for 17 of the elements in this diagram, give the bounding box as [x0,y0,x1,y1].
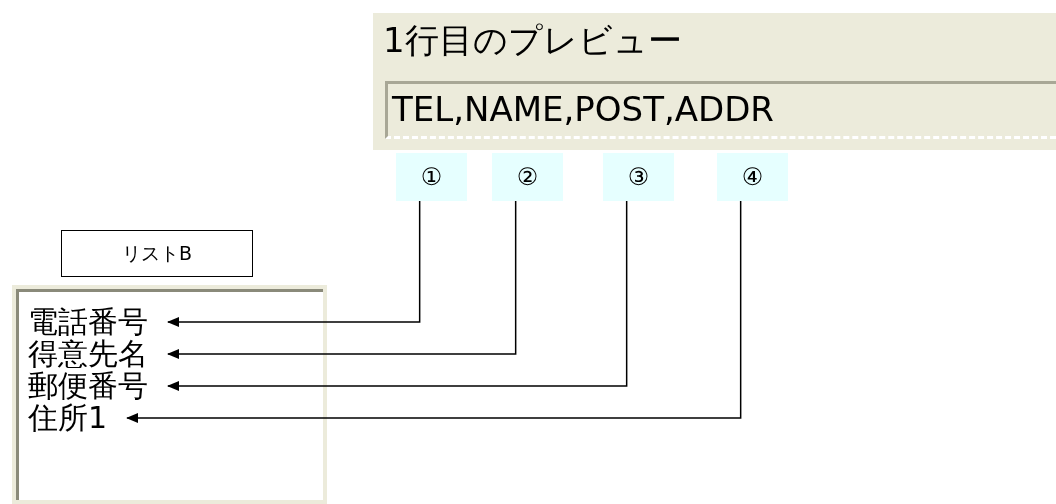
list-item: 電話番号 [28,306,205,338]
preview-field: TEL,NAME,POST,ADDR [385,81,1056,139]
list-box [12,285,327,504]
number-badge: ① [396,153,467,201]
list-item: 得意先名 [28,338,205,370]
arrow [126,200,742,423]
list-item: 住所1 [28,402,205,434]
panel-heading: 1行目のプレビュー [383,19,682,62]
number-badge: ③ [603,153,674,201]
arrow [167,200,421,327]
list-title-box: リストB [61,230,253,277]
number-badge: ② [492,153,563,201]
list-item: 郵便番号 [28,370,205,402]
arrow [167,200,517,359]
preview-panel [373,13,1056,150]
number-badge: ④ [717,153,788,201]
arrow [167,200,628,391]
